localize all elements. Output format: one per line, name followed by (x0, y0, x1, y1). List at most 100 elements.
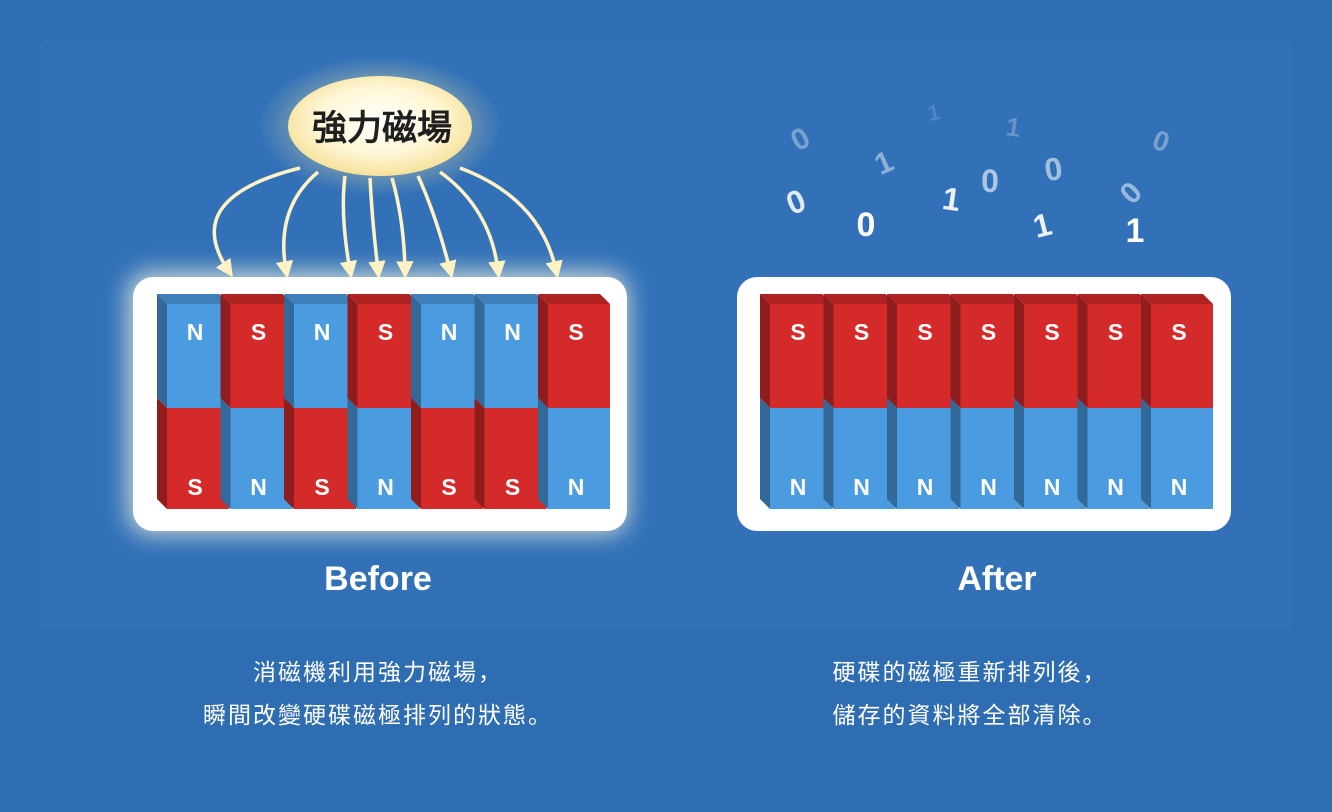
magnet-cap (220, 294, 293, 304)
field-arrow-1 (212, 166, 301, 278)
pole-label-top: S (917, 319, 932, 345)
pole-label-bottom: S (505, 474, 520, 500)
magnet-side-top (1141, 294, 1151, 408)
pole-bottom-s (167, 408, 229, 509)
pole-bottom-n (1087, 408, 1150, 509)
pole-top-n (421, 304, 483, 408)
pole-label-bottom: N (1107, 474, 1124, 500)
bit-digit: 1 (940, 180, 963, 218)
before-caption-line-2: 瞬間改變硬碟磁極排列的狀態。 (203, 703, 553, 729)
magnet-side-bottom (220, 398, 231, 509)
field-bubble: 強力磁場 (258, 56, 502, 196)
magnet-side-top (157, 294, 167, 408)
pole-bottom-s (421, 408, 483, 509)
pole-top-s (770, 304, 832, 408)
magnet-cap (823, 294, 896, 304)
bit-digit: 1 (925, 99, 941, 126)
after-title: After (957, 560, 1037, 598)
magnet-side-bottom (823, 398, 834, 509)
pole-top-n (294, 304, 356, 408)
magnet-cap (1141, 294, 1213, 304)
pole-label-bottom: N (1171, 474, 1188, 500)
magnet-side-top (474, 294, 485, 408)
before-magnet-3: NS (284, 294, 356, 509)
magnet-side-bottom (474, 398, 485, 509)
magnet-cap (887, 294, 959, 304)
before-title: Before (324, 560, 432, 598)
pole-bottom-n (548, 408, 610, 509)
magnet-side-top (538, 294, 548, 408)
magnet-side-bottom (1141, 398, 1151, 509)
before-magnet-5: NS (411, 294, 483, 509)
magnet-side-top (760, 294, 770, 408)
pole-label-top: N (187, 319, 204, 345)
pole-bottom-n (1151, 408, 1213, 509)
pole-top-s (1151, 304, 1213, 408)
before-magnet-1: NS (157, 294, 229, 509)
magnet-side-bottom (411, 398, 421, 509)
pole-bottom-n (833, 408, 896, 509)
pole-label-top: S (790, 319, 805, 345)
bit-digit: 1 (1126, 212, 1145, 250)
magnet-side-top (220, 294, 231, 408)
pole-label-top: S (378, 319, 393, 345)
magnet-side-top (950, 294, 961, 408)
pole-label-bottom: N (377, 474, 394, 500)
pole-top-s (833, 304, 896, 408)
pole-label-top: S (1171, 319, 1186, 345)
pole-label-top: N (314, 319, 331, 345)
magnet-cap (1014, 294, 1086, 304)
pole-label-bottom: N (1044, 474, 1061, 500)
pole-label-bottom: N (790, 474, 807, 500)
pole-label-bottom: N (917, 474, 934, 500)
pole-top-s (1024, 304, 1086, 408)
pole-label-bottom: N (568, 474, 585, 500)
magnet-side-top (823, 294, 834, 408)
pole-bottom-n (897, 408, 959, 509)
magnet-side-bottom (950, 398, 961, 509)
magnet-side-top (284, 294, 294, 408)
pole-label-bottom: N (250, 474, 267, 500)
pole-bottom-n (960, 408, 1023, 509)
after-magnet-2: SN (823, 294, 896, 509)
pole-top-s (548, 304, 610, 408)
magnet-side-top (887, 294, 897, 408)
magnet-cap (157, 294, 229, 304)
pole-label-top: N (504, 319, 521, 345)
magnet-cap (538, 294, 610, 304)
before-caption-line-1: 消磁機利用強力磁場， (253, 660, 503, 686)
magnet-side-bottom (347, 398, 358, 509)
after-magnet-5: SN (1014, 294, 1086, 509)
pole-label-top: S (854, 319, 869, 345)
before-magnet-2: SN (220, 294, 293, 509)
pole-bottom-n (357, 408, 420, 509)
pole-label-top: S (981, 319, 996, 345)
pole-label-top: S (251, 319, 266, 345)
pole-top-s (357, 304, 420, 408)
magnet-side-top (1077, 294, 1088, 408)
magnet-cap (347, 294, 420, 304)
magnet-cap (411, 294, 483, 304)
pole-top-n (484, 304, 547, 408)
magnet-cap (950, 294, 1023, 304)
after-magnet-1: SN (760, 294, 832, 509)
after-magnet-3: SN (887, 294, 959, 509)
after-caption: 硬碟的磁極重新排列後， 儲存的資料將全部清除。 (710, 652, 1230, 738)
field-arrow-8 (459, 166, 563, 279)
pole-top-n (167, 304, 229, 408)
magnet-side-top (1014, 294, 1024, 408)
pole-label-top: N (441, 319, 458, 345)
after-magnet-6: SN (1077, 294, 1150, 509)
pole-top-s (897, 304, 959, 408)
pole-bottom-s (294, 408, 356, 509)
bit-digit: 1 (1004, 111, 1023, 143)
pole-bottom-n (770, 408, 832, 509)
pole-bottom-s (484, 408, 547, 509)
magnet-side-top (347, 294, 358, 408)
magnet-cap (760, 294, 832, 304)
pole-label-bottom: S (314, 474, 329, 500)
bubble-shape (288, 76, 472, 176)
pole-label-bottom: N (980, 474, 997, 500)
